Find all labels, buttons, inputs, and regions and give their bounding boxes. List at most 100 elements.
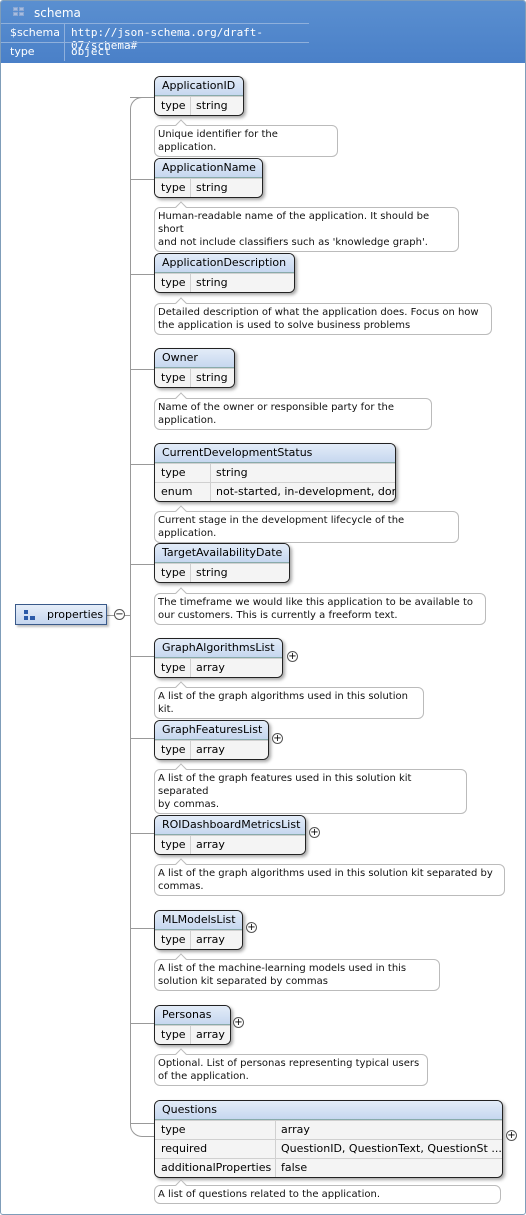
property-name: Owner bbox=[155, 349, 234, 368]
row-key: type bbox=[161, 181, 186, 194]
row-value: string bbox=[196, 99, 228, 112]
properties-label: properties bbox=[47, 608, 104, 621]
row-separator bbox=[190, 97, 191, 115]
property-row: additionalProperties false bbox=[155, 1158, 502, 1177]
row-value: not-started, in-development, done bbox=[216, 485, 396, 498]
attr-key: $schema bbox=[10, 26, 60, 39]
row-value: string bbox=[196, 566, 228, 579]
property-row: type string bbox=[155, 368, 234, 387]
property-node-targetavailabilitydate[interactable]: TargetAvailabilityDate type string bbox=[154, 543, 290, 583]
property-name: Personas bbox=[155, 1006, 230, 1025]
property-name: ApplicationName bbox=[155, 159, 262, 178]
row-separator bbox=[190, 369, 191, 387]
row-value: array bbox=[196, 1028, 225, 1041]
schema-title: schema bbox=[34, 6, 81, 20]
property-description: Name of the owner or responsible party f… bbox=[154, 398, 432, 430]
property-connector bbox=[130, 179, 154, 180]
row-separator bbox=[275, 1159, 276, 1177]
row-key: type bbox=[161, 566, 186, 579]
property-name: GraphFeaturesList bbox=[155, 721, 268, 740]
expand-icon[interactable]: + bbox=[506, 1130, 517, 1141]
expand-icon[interactable]: + bbox=[272, 733, 283, 744]
row-value: array bbox=[196, 661, 225, 674]
row-key: type bbox=[161, 466, 186, 479]
row-value: array bbox=[196, 838, 225, 851]
row-key: type bbox=[161, 1123, 186, 1136]
type-attr-row: type object bbox=[1, 42, 309, 61]
property-connector bbox=[130, 564, 154, 565]
connector-top bbox=[130, 97, 154, 109]
property-connector bbox=[130, 464, 154, 465]
connector-bottom bbox=[130, 1125, 154, 1137]
property-row: type array bbox=[155, 658, 282, 677]
property-description: Detailed description of what the applica… bbox=[154, 303, 492, 335]
property-description: A list of the graph features used in thi… bbox=[154, 769, 467, 814]
row-value: string bbox=[196, 181, 228, 194]
schema-title-row[interactable]: schema bbox=[1, 1, 525, 23]
row-key: type bbox=[161, 276, 186, 289]
expand-icon[interactable]: + bbox=[309, 827, 320, 838]
row-value: QuestionID, QuestionText, QuestionSt ... bbox=[281, 1142, 502, 1155]
properties-node[interactable]: properties bbox=[15, 604, 107, 625]
row-separator bbox=[275, 1121, 276, 1139]
row-separator bbox=[190, 564, 191, 582]
row-key: type bbox=[161, 838, 186, 851]
row-key: type bbox=[161, 99, 186, 112]
property-row: type string bbox=[155, 563, 289, 582]
row-key: type bbox=[161, 371, 186, 384]
property-connector bbox=[130, 656, 154, 657]
property-node-applicationdescription[interactable]: ApplicationDescription type string bbox=[154, 253, 295, 293]
property-name: ApplicationDescription bbox=[155, 254, 294, 273]
attr-value: object bbox=[71, 45, 111, 58]
row-key: additionalProperties bbox=[161, 1161, 272, 1174]
expand-icon[interactable]: + bbox=[233, 1017, 244, 1028]
property-name: Questions bbox=[155, 1101, 502, 1120]
property-row: required QuestionID, QuestionText, Questi… bbox=[155, 1139, 502, 1158]
property-node-questions[interactable]: Questions type array required QuestionID, Qu… bbox=[154, 1100, 503, 1178]
row-value: array bbox=[281, 1123, 310, 1136]
property-description: The timeframe we would like this applica… bbox=[154, 593, 486, 625]
property-name: TargetAvailabilityDate bbox=[155, 544, 289, 563]
property-description: Current stage in the development lifecyc… bbox=[154, 511, 459, 543]
property-connector bbox=[130, 274, 154, 275]
row-value: string bbox=[196, 371, 228, 384]
property-row: type string bbox=[155, 273, 294, 292]
property-description: A list of questions related to the appli… bbox=[154, 1185, 501, 1204]
row-key: enum bbox=[161, 485, 193, 498]
property-node-applicationname[interactable]: ApplicationName type string bbox=[154, 158, 263, 198]
property-description: A list of the graph algorithms used in t… bbox=[154, 864, 505, 896]
property-row: type string bbox=[155, 178, 262, 197]
collapse-icon[interactable]: − bbox=[114, 609, 125, 620]
property-row: type string bbox=[155, 96, 243, 115]
property-node-applicationid[interactable]: ApplicationID type string bbox=[154, 76, 244, 116]
row-key: required bbox=[161, 1142, 208, 1155]
attr-key: type bbox=[10, 45, 35, 58]
row-separator bbox=[190, 274, 191, 292]
property-description: Unique identifier for the application. bbox=[154, 125, 338, 157]
row-value: array bbox=[196, 933, 225, 946]
property-row: type array bbox=[155, 1120, 502, 1139]
property-connector bbox=[130, 1023, 154, 1024]
row-separator bbox=[190, 741, 191, 759]
property-row: enum not-started, in-development, done bbox=[155, 482, 395, 501]
expand-icon[interactable]: + bbox=[287, 651, 298, 662]
row-key: type bbox=[161, 661, 186, 674]
property-node-owner[interactable]: Owner type string bbox=[154, 348, 235, 388]
property-name: ApplicationID bbox=[155, 77, 243, 96]
row-value: false bbox=[281, 1161, 308, 1174]
schema-header: schema $schema http://json-schema.org/dr… bbox=[1, 1, 525, 63]
property-description: A list of the graph algorithms used in t… bbox=[154, 687, 424, 719]
expand-icon[interactable]: + bbox=[246, 922, 257, 933]
schema-grid-icon bbox=[13, 7, 25, 18]
row-value: string bbox=[196, 276, 228, 289]
